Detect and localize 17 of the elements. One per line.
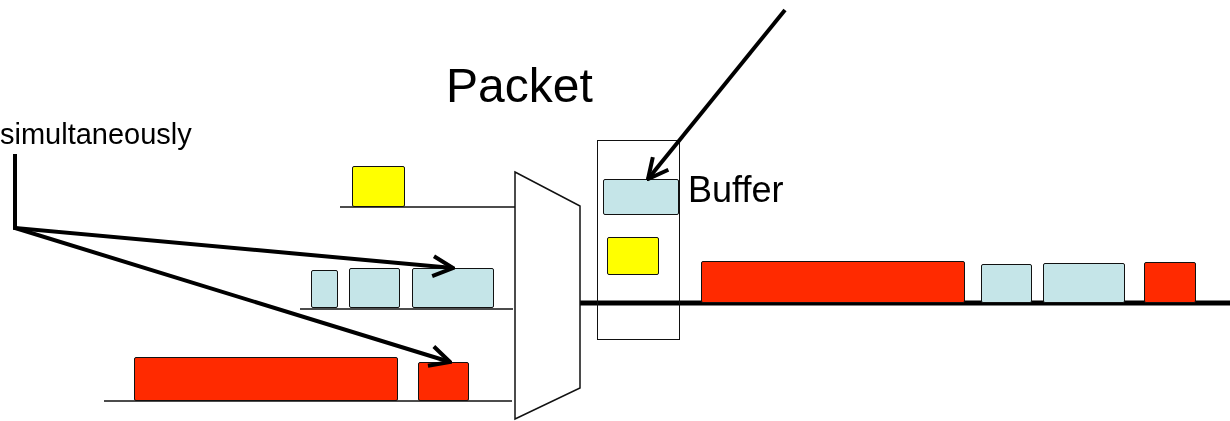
packet-box	[1144, 262, 1196, 303]
packet-box	[701, 261, 965, 303]
packet-box	[981, 264, 1032, 303]
heading-text: Packet	[446, 62, 593, 110]
arrow	[13, 154, 452, 368]
packet-box	[352, 166, 405, 207]
packet-box	[607, 237, 659, 275]
packet-box	[311, 270, 338, 308]
packet-box	[134, 357, 398, 401]
packet-box	[349, 268, 400, 308]
packet-box	[1043, 263, 1125, 303]
annotation-text: simultaneously	[0, 120, 192, 149]
arrow	[646, 8, 787, 181]
packet-box	[603, 179, 679, 215]
packet-box	[412, 268, 494, 308]
packet-box	[418, 362, 469, 401]
buffer-label: Buffer	[688, 172, 784, 208]
